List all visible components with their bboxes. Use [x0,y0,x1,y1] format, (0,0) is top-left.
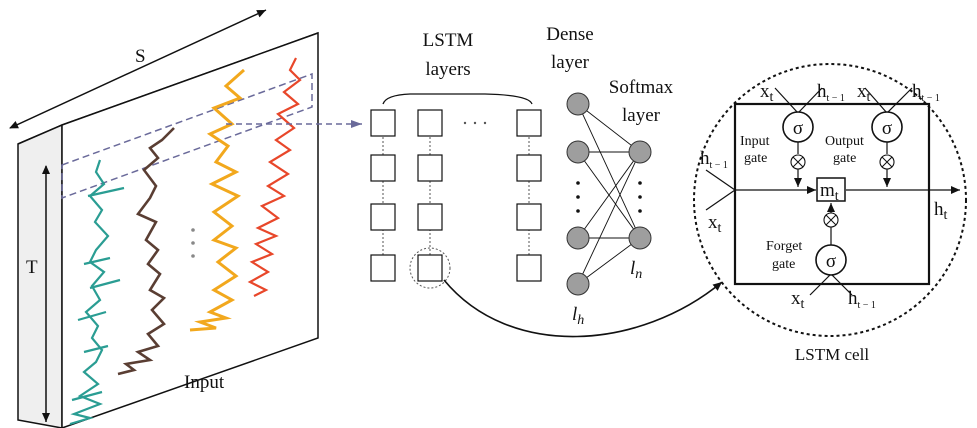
softmax-node [628,140,652,164]
dense-to-softmax-connections [577,103,641,285]
ht-prev-input [705,169,736,191]
dense-layer-title-line2: layer [551,52,590,73]
softmax-count-label: ln [630,258,642,282]
input-block-front-face [61,31,319,428]
lstm-layers-brace [382,93,533,105]
lstm-column-3 [516,109,542,282]
highlighted-lstm-unit-ring [409,247,451,289]
lstm-unit [516,154,542,182]
forget-gate-multiply-cross [825,214,837,226]
dense-node [566,226,590,250]
unit-to-cell-arrow [443,279,723,338]
input-gate-sigma: σ [793,118,803,139]
lstm-layers-title-line1: LSTM [423,30,474,51]
dense-node [566,272,590,296]
cell-hprev-input-label: ht − 1 [700,148,728,171]
lstm-unit [370,109,396,137]
s-label: S [135,46,146,67]
output-gate-multiply-cross [881,156,893,168]
lstm-cell-caption: LSTM cell [795,345,869,364]
lstm-unit [516,254,542,282]
lstm-columns-ellipsis [463,121,487,125]
lstm-cell-box [733,102,931,286]
dense-count-label: lh [572,304,584,328]
dense-ellipsis [576,181,580,213]
output-gate-sigma: σ [882,118,892,139]
output-gate-hprev-label: ht − 1 [912,81,940,104]
input-gate-xt-label: xt [760,81,774,105]
forget-gate-label-line2: gate [772,257,795,272]
lstm-unit [516,203,542,231]
softmax-ellipsis [638,181,642,213]
input-gate-label-line2: gate [744,151,767,166]
forget-gate-x-in [809,273,832,296]
dense-layer-title-line1: Dense [546,24,593,45]
cell-xt-input-label: xt [708,212,722,236]
t-label: T [26,257,38,278]
forget-gate-hprev-label: ht − 1 [848,288,876,311]
output-gate-label-line1: Output [825,134,864,149]
xt-input [705,189,736,211]
softmax-node [628,226,652,250]
lstm-unit [417,154,443,182]
lstm-column-2 [409,109,451,289]
output-gate-x-in [864,87,888,114]
softmax-layer-title-line2: layer [622,105,661,126]
input-gate-h-in [797,87,823,114]
input-block-left-face [17,123,63,428]
memory-cell-box [816,177,846,202]
series-red [247,57,302,297]
lstm-cell-detail: mt σ Input gate σ Output gate σ Forget g… [693,63,967,364]
forget-gate-h-in [830,273,853,296]
series-teal-spikes [71,186,125,402]
lstm-column-1 [370,109,396,282]
lstm-unit [516,109,542,137]
output-gate-h-in [886,87,913,114]
dense-node [566,140,590,164]
lstm-layers-title-line2: layers [425,59,470,80]
input-block: S T Input [9,9,319,428]
dense-node [566,92,590,116]
lstm-layers: LSTM layers [370,30,542,289]
series-brown [117,127,175,376]
forget-gate-xt-label: xt [791,288,805,312]
dense-softmax-network: Dense layer Softmax layer ln lh [546,24,673,328]
output-gate-label-line2: gate [833,151,856,166]
lstm-unit [417,203,443,231]
lstm-unit [370,254,396,282]
lstm-unit [370,203,396,231]
lstm-unit [417,109,443,137]
input-gate-x-in [774,87,799,114]
input-gate-hprev-label: ht − 1 [817,81,845,104]
memory-cell-label: mt [820,180,839,204]
s-dimension-arrow [9,9,267,129]
input-gate-multiply-cross [792,156,804,168]
input-label: Input [184,372,225,393]
forget-gate-label-line1: Forget [766,239,802,254]
forget-gate-sigma: σ [826,251,836,272]
input-gate-label-line1: Input [740,134,770,149]
lstm-unit [417,254,443,282]
series-ellipsis [191,228,195,258]
output-gate-xt-label: xt [857,81,871,105]
softmax-layer-title-line1: Softmax [609,77,674,98]
cell-ht-output-label: ht [934,199,948,223]
lstm-unit [370,154,396,182]
